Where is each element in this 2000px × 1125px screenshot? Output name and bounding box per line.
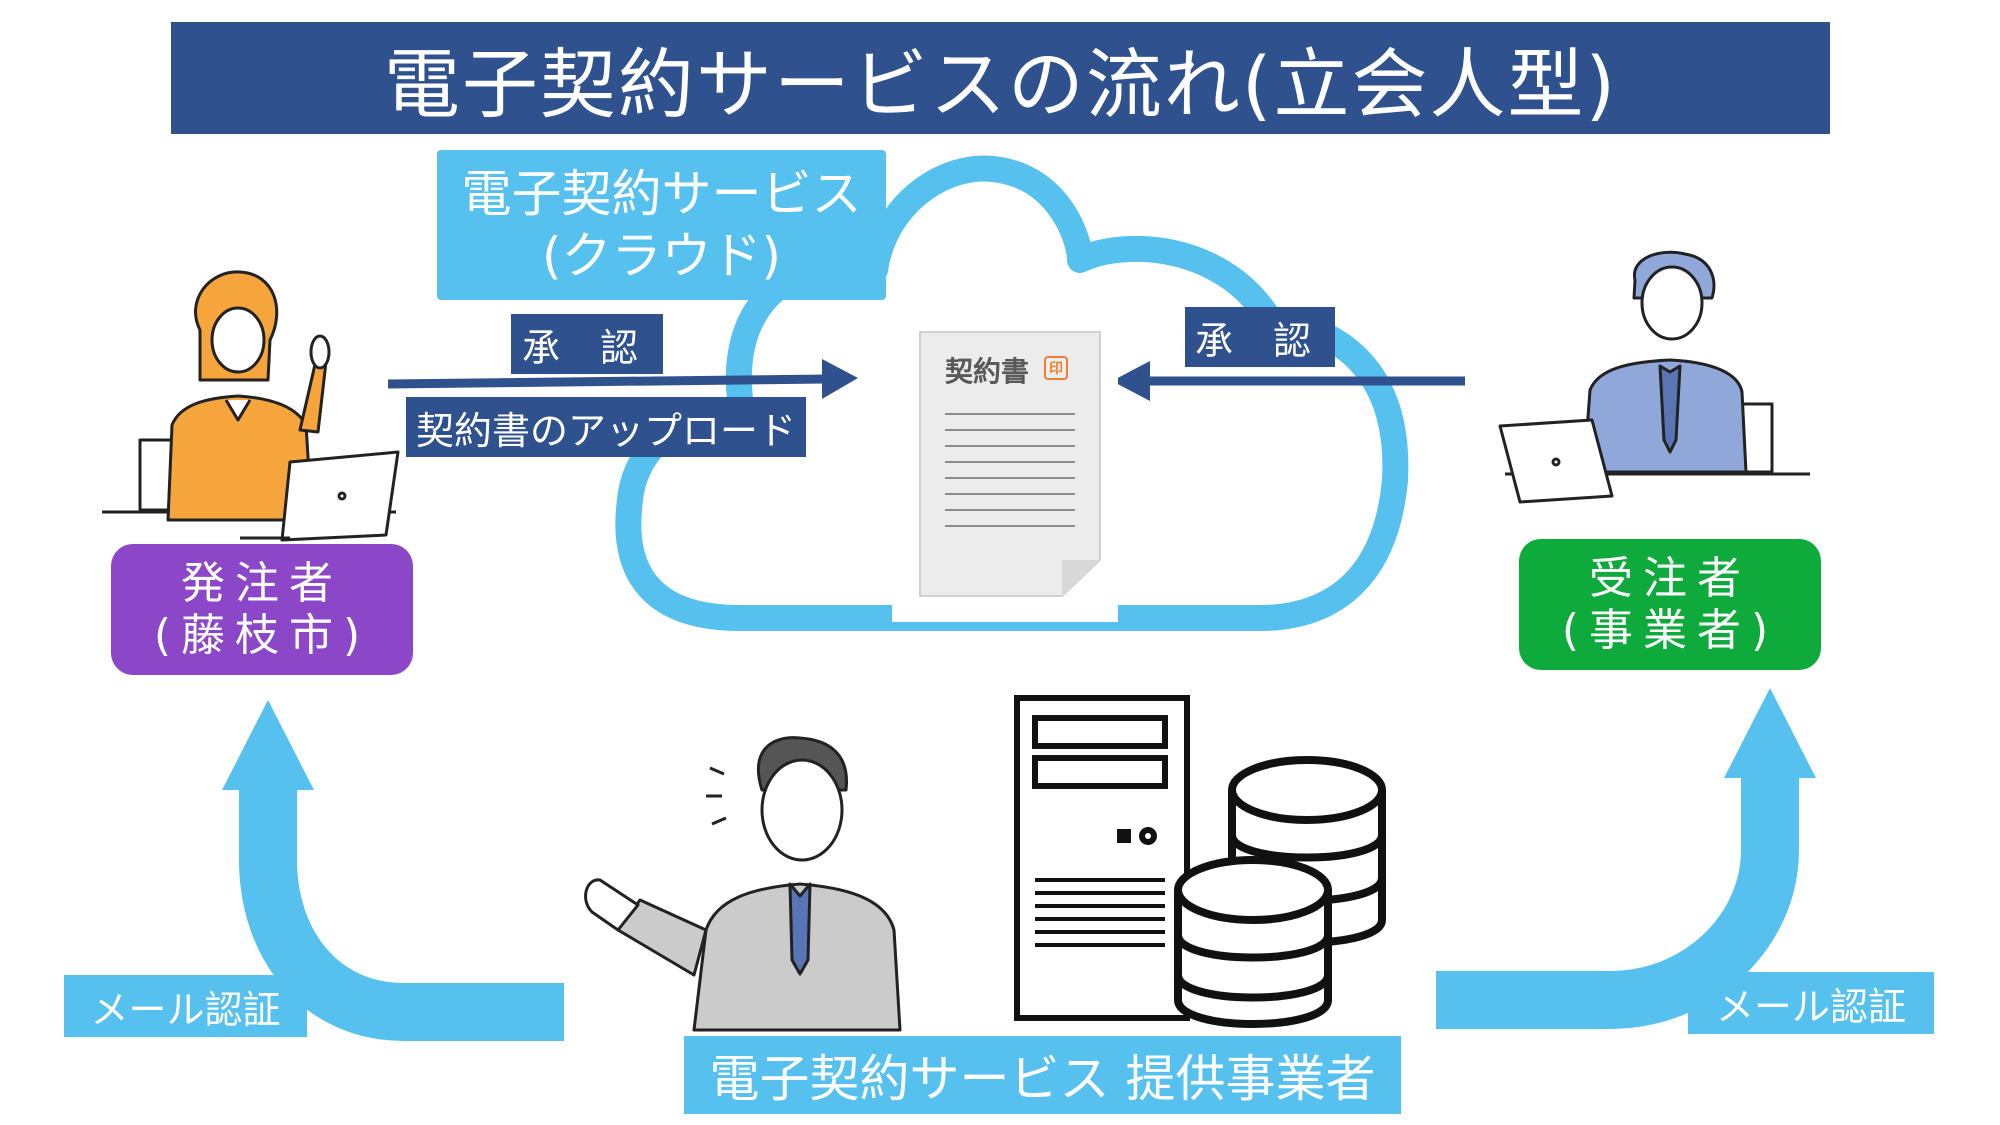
document-icon xyxy=(892,331,1118,622)
mail-right-text: メール認証 xyxy=(1715,984,1906,1029)
approve-arrow-right xyxy=(1112,361,1465,401)
approve-tag-right: 承 認 xyxy=(1185,307,1335,367)
document-seal: 印 xyxy=(1044,356,1068,380)
title-text: 電子契約サービスの流れ(立会人型) xyxy=(383,40,1618,129)
provider-text: 電子契約サービス 提供事業者 xyxy=(709,1050,1376,1108)
orderer-line2: (藤枝市) xyxy=(153,609,371,661)
cloud-label-line1: 電子契約サービス xyxy=(461,165,862,223)
contractor-line1: 受注者 xyxy=(1589,552,1751,604)
contractor-line2: (事業者) xyxy=(1561,604,1779,656)
approve-tag-left: 承 認 xyxy=(511,314,663,374)
upload-text: 契約書のアップロード xyxy=(415,408,796,453)
orderer-line1: 発注者 xyxy=(181,557,343,609)
mail-auth-tag-left: メール認証 xyxy=(64,975,307,1037)
upload-tag: 契約書のアップロード xyxy=(406,397,806,457)
woman-laptop-icon xyxy=(102,270,400,542)
approve-left-text: 承 認 xyxy=(521,325,653,370)
mail-auth-tag-right: メール認証 xyxy=(1688,972,1934,1034)
page-title: 電子契約サービスの流れ(立会人型) xyxy=(171,22,1830,134)
provider-label: 電子契約サービス 提供事業者 xyxy=(684,1036,1401,1114)
mail-auth-arrow-left xyxy=(222,700,564,1041)
server-icon xyxy=(1014,695,1190,1021)
upload-arrow xyxy=(387,359,858,399)
mail-left-text: メール認証 xyxy=(90,987,281,1032)
contractor-box: 受注者 (事業者) xyxy=(1519,539,1821,670)
orderer-box: 発注者 (藤枝市) xyxy=(111,544,413,675)
man-laptop-icon xyxy=(1498,250,1810,504)
cloud-service-label: 電子契約サービス (クラウド) xyxy=(437,150,886,300)
approve-right-text: 承 認 xyxy=(1194,318,1326,363)
cloud-label-line2: (クラウド) xyxy=(541,227,781,285)
presenter-man-icon xyxy=(584,736,902,1032)
database-icon xyxy=(1174,756,1386,1028)
mail-auth-arrow-right xyxy=(1436,688,1816,1029)
document-title: 契約書 xyxy=(945,355,1030,388)
